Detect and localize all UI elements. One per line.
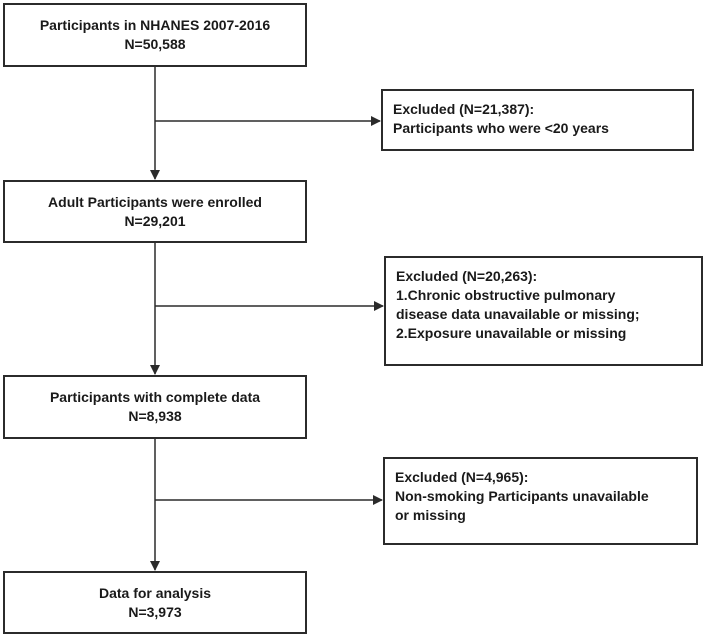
box-count: N=3,973: [128, 604, 182, 620]
box-excluded-under-20: Excluded (N=21,387): Participants who we…: [381, 89, 694, 151]
box-title: Adult Participants were enrolled: [48, 194, 262, 210]
box-title: Participants with complete data: [49, 389, 261, 405]
exclusion-heading: Excluded (N=21,387):: [393, 101, 535, 117]
exclusion-reason: 2.Exposure unavailable or missing: [396, 325, 627, 341]
exclusion-heading: Excluded (N=4,965):: [395, 469, 529, 485]
exclusion-reason: Participants who were <20 years: [393, 120, 609, 136]
box-title: Data for analysis: [98, 585, 212, 601]
exclusion-reason: or missing: [395, 507, 466, 523]
box-title: Participants in NHANES 2007-2016: [39, 17, 271, 33]
box-count: N=29,201: [124, 213, 186, 229]
box-data-for-analysis: Data for analysis N=3,973: [3, 571, 307, 634]
exclusion-reason: Non-smoking Participants unavailable: [395, 488, 649, 504]
box-participants-nhanes: Participants in NHANES 2007-2016 N=50,58…: [3, 3, 307, 67]
box-adult-participants: Adult Participants were enrolled N=29,20…: [3, 180, 307, 243]
box-complete-data: Participants with complete data N=8,938: [3, 375, 307, 439]
exclusion-reason: disease data unavailable or missing;: [396, 306, 640, 322]
box-excluded-non-smoking: Excluded (N=4,965): Non-smoking Particip…: [383, 457, 698, 545]
exclusion-reason: 1.Chronic obstructive pulmonary: [396, 287, 616, 303]
exclusion-heading: Excluded (N=20,263):: [396, 268, 538, 284]
box-count: N=8,938: [128, 408, 182, 424]
box-excluded-copd-exposure: Excluded (N=20,263): 1.Chronic obstructi…: [384, 256, 703, 366]
box-count: N=50,588: [124, 36, 186, 52]
